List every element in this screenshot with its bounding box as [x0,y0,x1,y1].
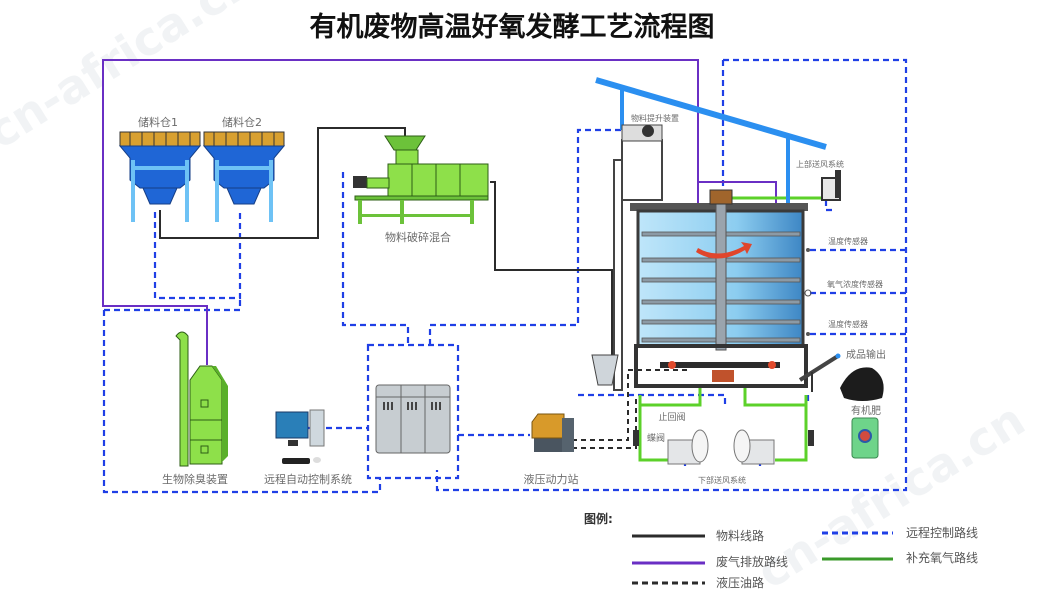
product-conveyor[interactable] [798,353,841,393]
legend-label-material: 物料线路 [716,528,764,543]
temp-sensor-top-label: 温度传感器 [828,236,868,246]
hydraulic-station-label: 液压动力站 [524,472,579,486]
roof-support [786,138,790,210]
storage-bin-1-label: 储料仓1 [138,115,178,129]
hydraulic-station[interactable] [531,413,574,452]
lifting-device[interactable] [591,124,663,391]
legend-title: 图例: [584,511,613,526]
oxygen-sensor-label: 氧气浓度传感器 [827,279,883,289]
upper-air-supply-label: 上部送风系统 [796,159,844,169]
crusher-mixer-label: 物料破碎混合 [385,230,451,244]
hydraulic-lines [572,369,690,449]
page-title: 有机废物高温好氧发酵工艺流程图 [310,11,715,43]
roof-structure [595,77,827,150]
crusher-mixer[interactable] [353,135,489,224]
roof-support [620,88,624,130]
lifting-device-label: 物料提升装置 [631,113,679,123]
lower-air-supply-label: 下部送风系统 [698,475,746,485]
remote-control-label: 远程自动控制系统 [264,472,352,486]
biological-deodorization-unit[interactable] [175,331,228,467]
legend-label-control: 远程控制路线 [906,525,978,540]
oxygen-lines [638,196,822,462]
storage-bin-2[interactable] [202,131,286,222]
valve-icon [808,430,814,446]
storage-bin-1[interactable] [118,131,202,222]
storage-bin-2-label: 储料仓2 [222,115,262,129]
lower-blower-right[interactable] [733,429,775,465]
watermark: cn-africa.cn [747,392,1034,599]
deodorization-label: 生物除臭装置 [162,472,228,486]
valve-icon [633,430,639,446]
upper-air-supply-fan[interactable] [821,170,841,201]
temp-sensor-bottom-label: 温度传感器 [828,319,868,329]
organic-fertilizer-label: 有机肥 [851,404,881,417]
product-output-label: 成品输出 [846,348,886,361]
legend-label-oxygen: 补充氧气路线 [906,550,978,565]
compost-pile-icon [840,367,884,401]
legend-label-exhaust: 废气排放路线 [716,554,788,569]
butterfly-valve-label: 蝶阀 [647,432,665,444]
check-valve-label: 止回阀 [658,411,685,423]
fertilizer-bag-icon [851,417,879,459]
remote-control-computer[interactable] [275,409,325,464]
lower-blower-left[interactable] [667,429,709,465]
fermentation-tank[interactable] [630,189,812,388]
control-cabinet[interactable] [375,384,451,454]
legend-label-hydraulic: 液压油路 [716,575,764,590]
material-lines [159,127,613,355]
legend: 图例: 物料线路 远程控制路线 废气排放路线 补充氧气路线 液压油路 [584,511,978,590]
